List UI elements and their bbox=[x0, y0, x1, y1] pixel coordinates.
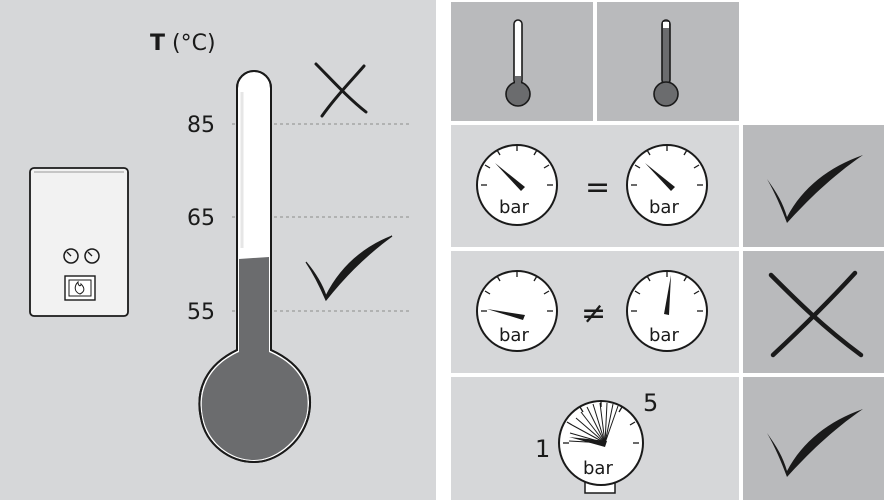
flame-icon bbox=[74, 280, 85, 295]
pressure-equal-result-cell bbox=[743, 125, 884, 247]
not-equal-sign: ≠ bbox=[581, 296, 606, 331]
pressure-range-result-cell bbox=[743, 377, 884, 500]
thermometer-cold-icon bbox=[505, 19, 531, 107]
pressure-not-equal-cell: bar ≠ bar bbox=[451, 251, 739, 373]
thermometer-hot-icon bbox=[653, 19, 679, 107]
tick-label-85: 85 bbox=[187, 113, 215, 138]
equals-sign: = bbox=[585, 170, 610, 205]
tick-label-65: 65 bbox=[187, 206, 215, 231]
thermometer-hot-cell bbox=[597, 2, 739, 121]
check-icon bbox=[767, 409, 863, 477]
cross-icon bbox=[768, 270, 864, 358]
svg-text:bar: bar bbox=[649, 325, 679, 346]
thermometer-icon bbox=[198, 70, 312, 464]
pressure-equal-cell: bar = bar bbox=[451, 125, 739, 247]
needle-sweep bbox=[568, 402, 619, 444]
svg-text:bar: bar bbox=[499, 197, 529, 218]
svg-text:bar: bar bbox=[649, 197, 679, 218]
temperature-panel: T (°C) 85 65 55 bbox=[0, 0, 436, 500]
range-max-label: 5 bbox=[643, 389, 658, 417]
pressure-gauge-left: bar bbox=[476, 270, 558, 352]
pressure-gauge-range: bar bbox=[558, 400, 644, 494]
pressure-not-equal-result-cell bbox=[743, 251, 884, 373]
thermometer-fill bbox=[201, 257, 308, 460]
cross-icon bbox=[314, 62, 368, 118]
check-icon bbox=[305, 235, 393, 302]
range-min-label: 1 bbox=[535, 435, 550, 463]
svg-text:bar: bar bbox=[583, 458, 613, 479]
tick-label-55: 55 bbox=[187, 300, 215, 325]
thermometer-cold-cell bbox=[451, 2, 593, 121]
pressure-gauge-left: bar bbox=[476, 144, 558, 226]
pressure-gauge-right: bar bbox=[626, 270, 708, 352]
boiler-icon bbox=[29, 167, 129, 317]
check-icon bbox=[767, 155, 863, 223]
axis-label: T (°C) bbox=[150, 31, 216, 56]
pressure-range-cell: bar 1 5 bbox=[451, 377, 739, 500]
pressure-gauge-right: bar bbox=[626, 144, 708, 226]
temperature-diagram: T (°C) 85 65 55 bbox=[29, 31, 412, 464]
svg-text:bar: bar bbox=[499, 325, 529, 346]
